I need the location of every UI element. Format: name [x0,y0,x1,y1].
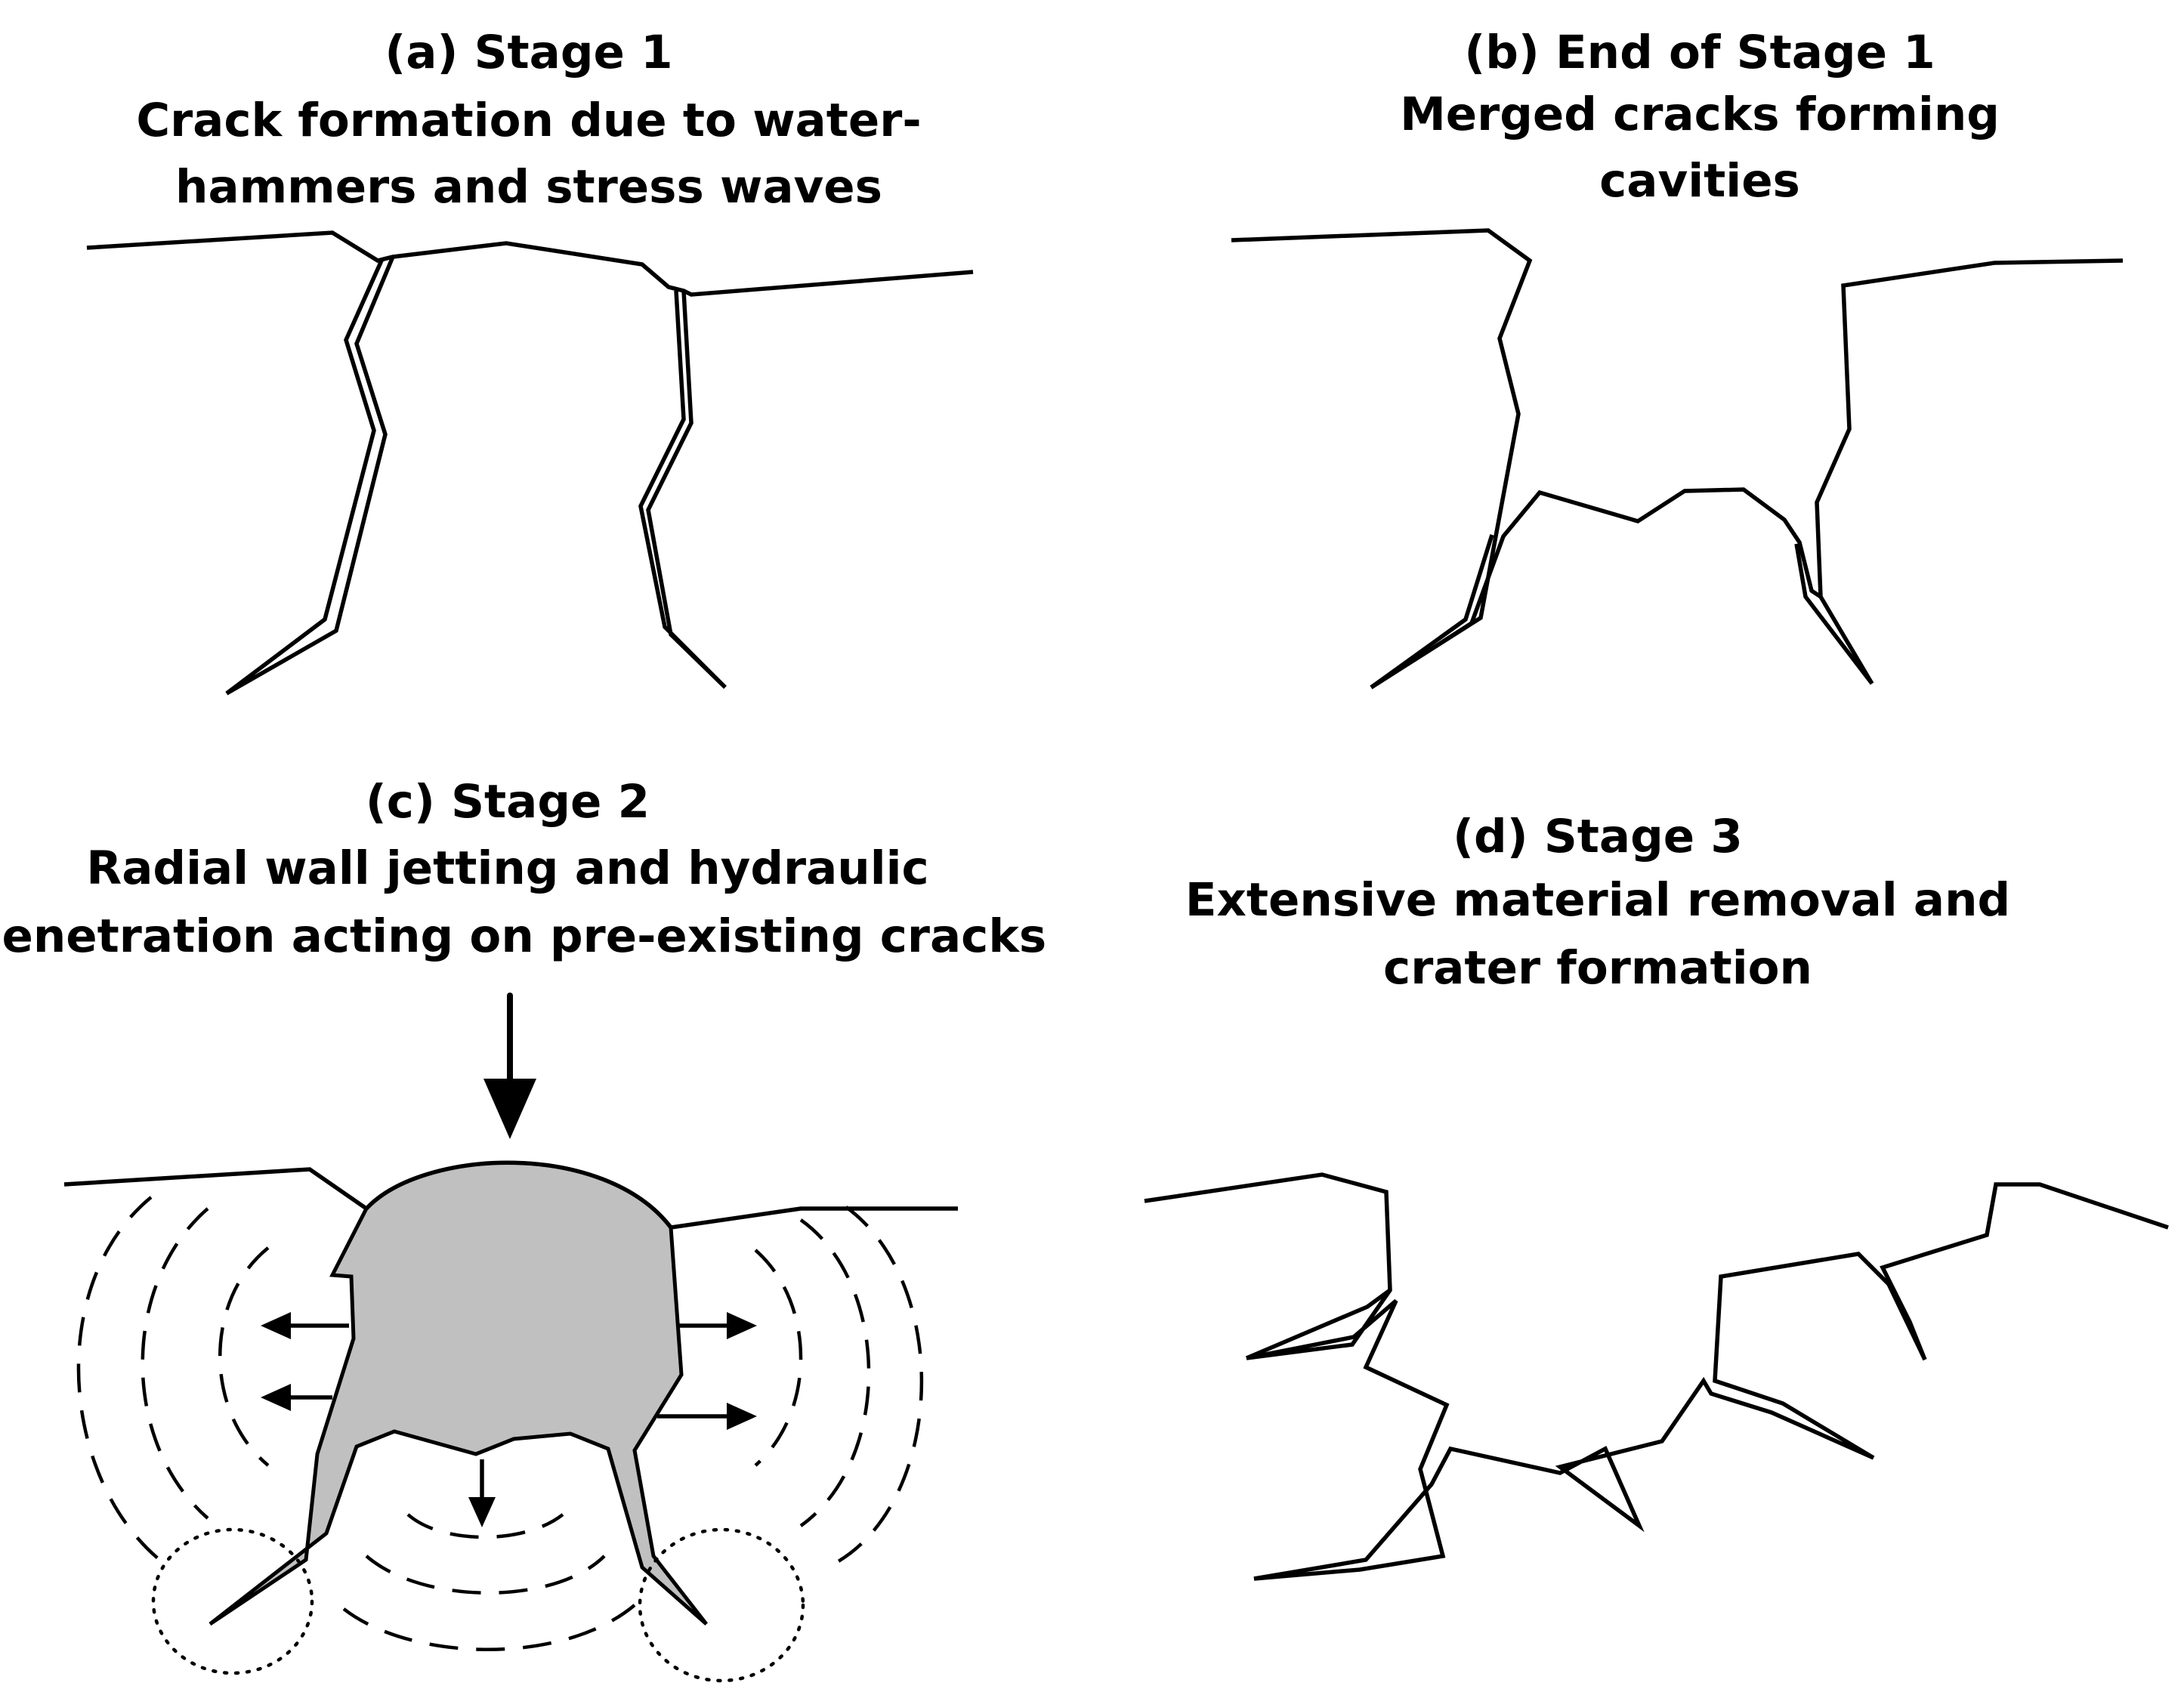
panel-c: (c) Stage 2 Radial wall jetting and hydr… [0,775,1046,1683]
arrow-down [468,1459,496,1527]
panel-b-caption-line-2: cavities [1599,154,1800,208]
jet-dome-outline [364,1160,673,1229]
panel-d-heading: (d) Stage 3 [1453,810,1743,863]
panel-b-left-profile [1231,228,1533,690]
panel-a-surface-profile [86,230,974,297]
stress-waves-right [754,1206,924,1564]
panel-b: (b) End of Stage 1 Merged cracks forming… [1231,26,2124,690]
panel-c-heading: (c) Stage 2 [366,775,650,829]
panel-a-left-crack [225,255,395,696]
panel-c-surface-left [63,1167,368,1211]
stress-waves-left [76,1196,270,1564]
panel-d-crater-secondary-edge [1245,1288,1392,1360]
panel-d-crater-profile [1144,1172,2169,1581]
panel-a-caption-line-2: hammers and stress waves [175,160,882,214]
panel-c-surface-right [670,1206,958,1230]
arrow-right-lower [657,1403,757,1430]
panel-a: (a) Stage 1 Crack formation due to water… [86,26,974,696]
radial-jet-arrows [261,1312,757,1527]
arrow-left-upper [261,1312,349,1339]
panel-c-caption-line-1: Radial wall jetting and hydraulic [86,841,928,895]
panel-b-right-profile [1815,258,2124,685]
panel-d: (d) Stage 3 Extensive material removal a… [1144,810,2169,1581]
panel-b-left-crack-wall [1370,534,1494,690]
crack-tip-circle-right [638,1527,805,1683]
panel-b-heading: (b) End of Stage 1 [1464,26,1935,79]
panel-a-right-crack [638,290,727,689]
panel-c-caption-line-2: penetration acting on pre-existing crack… [0,909,1046,963]
panel-b-caption-line-1: Merged cracks forming [1400,88,2000,141]
panel-b-cavity-floor [1370,487,1822,690]
panel-d-caption-line-1: Extensive material removal and [1185,873,2010,927]
arrow-left-lower [261,1384,332,1411]
panel-a-heading: (a) Stage 1 [385,26,672,79]
panel-b-right-crack-wall [1794,543,1874,685]
panel-d-caption-line-2: crater formation [1383,941,1812,995]
jet-impact-arrow [483,993,536,1139]
arrow-right-upper [676,1312,757,1339]
panel-a-caption-line-1: Crack formation due to water- [136,94,921,147]
stress-waves-bottom [342,1513,636,1651]
crack-tip-circle-left [151,1527,314,1675]
